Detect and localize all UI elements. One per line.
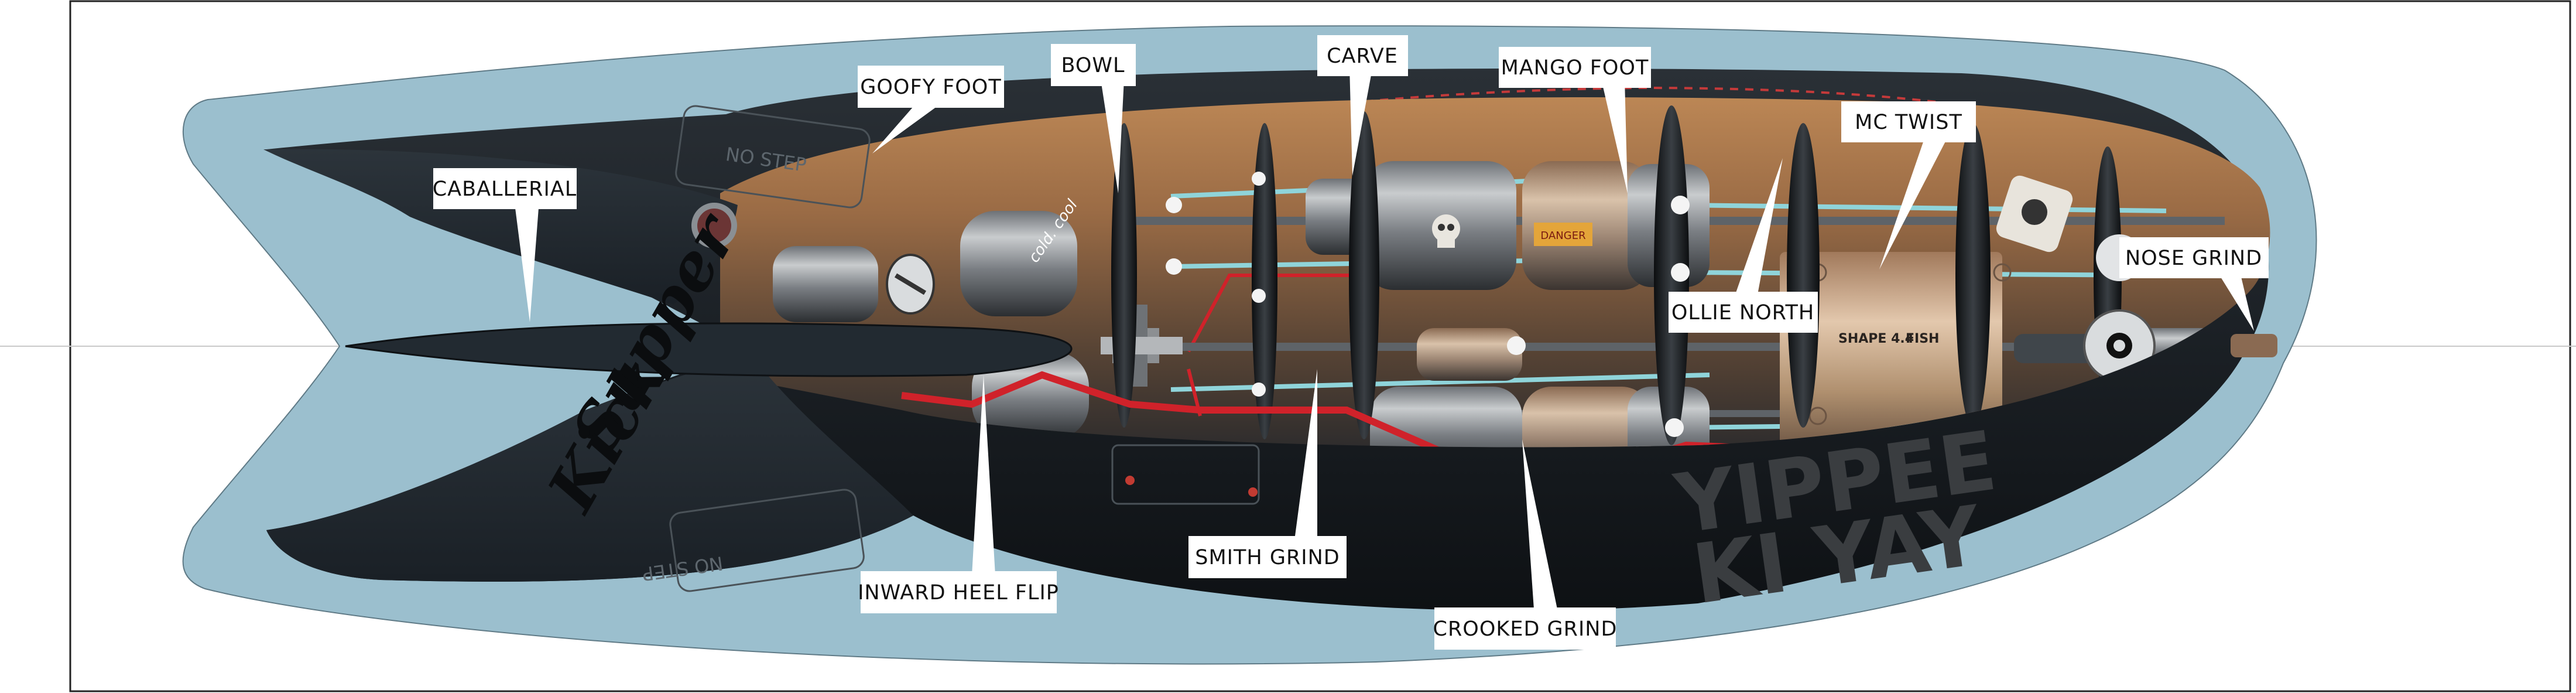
svg-text:BOWL: BOWL [1061,54,1125,77]
label-inward-heel-flip: INWARD HEEL FLIP [858,571,1059,613]
label-crooked-grind: CROOKED GRIND [1433,607,1618,650]
pipe-end-caps [1166,172,1690,437]
no-step-panel-bottom: NO STEP [641,489,865,592]
callouts: GOOFY FOOT BOWL CARVE MANGO FOOT MC TWIS… [433,35,2269,650]
interior-cutaway: cold. cool DANGER [720,97,2270,448]
label-carve: CARVE [1317,35,1408,76]
svg-text:MC TWIST: MC TWIST [1855,111,1962,134]
main-tank: SHAPE 4.4 FISH [1780,252,2012,448]
svg-text:MANGO FOOT: MANGO FOOT [1501,56,1649,80]
label-ollie-north: OLLIE NORTH [1669,292,1818,333]
access-hatch [1111,444,1260,505]
svg-text:CROOKED GRIND: CROOKED GRIND [1433,617,1618,641]
warning-tag [1534,223,1592,246]
label-mc-twist: MC TWIST [1841,101,1976,142]
round-port [691,203,737,248]
upper-tail-fin [263,149,738,305]
hatch-bolt-left [1125,476,1135,485]
label-bowl: BOWL [1051,44,1136,86]
svg-text:CABALLERIAL: CABALLERIAL [433,177,577,201]
warning-tag-text: DANGER [1540,230,1585,242]
callout-leaders [515,66,2254,609]
label-smith-grind: SMITH GRIND [1188,536,1347,578]
svg-text:OLLIE NORTH: OLLIE NORTH [1671,301,1814,325]
bulkhead-disks [1111,105,2122,445]
rear-fuel-cells: cold. cool [773,196,1089,439]
label-goofy-foot: GOOFY FOOT [858,66,1004,108]
shape-text: SHAPE 4.4 [1838,332,1914,346]
label-nose-grind: NOSE GRIND [2119,237,2269,278]
fish-text: FISH [1906,332,1939,346]
svg-text:INWARD HEEL FLIP: INWARD HEEL FLIP [858,581,1059,605]
svg-text:CARVE: CARVE [1327,45,1398,68]
svg-text:GOOFY FOOT: GOOFY FOOT [860,76,1001,99]
hatch-bolt-right [1248,487,1258,497]
skull-icon [1432,214,1460,248]
mid-engine-cylinders: DANGER [1306,161,1710,448]
nose-assembly [1996,175,2248,433]
lower-tail-fin [266,351,913,582]
nose-tip [2231,334,2277,357]
label-caballerial: CABALLERIAL [433,168,577,209]
label-mango-foot: MANGO FOOT [1499,47,1651,88]
svg-text:SMITH GRIND: SMITH GRIND [1195,546,1340,569]
center-spike [345,322,1073,377]
svg-text:NOSE GRIND: NOSE GRIND [2125,247,2262,270]
